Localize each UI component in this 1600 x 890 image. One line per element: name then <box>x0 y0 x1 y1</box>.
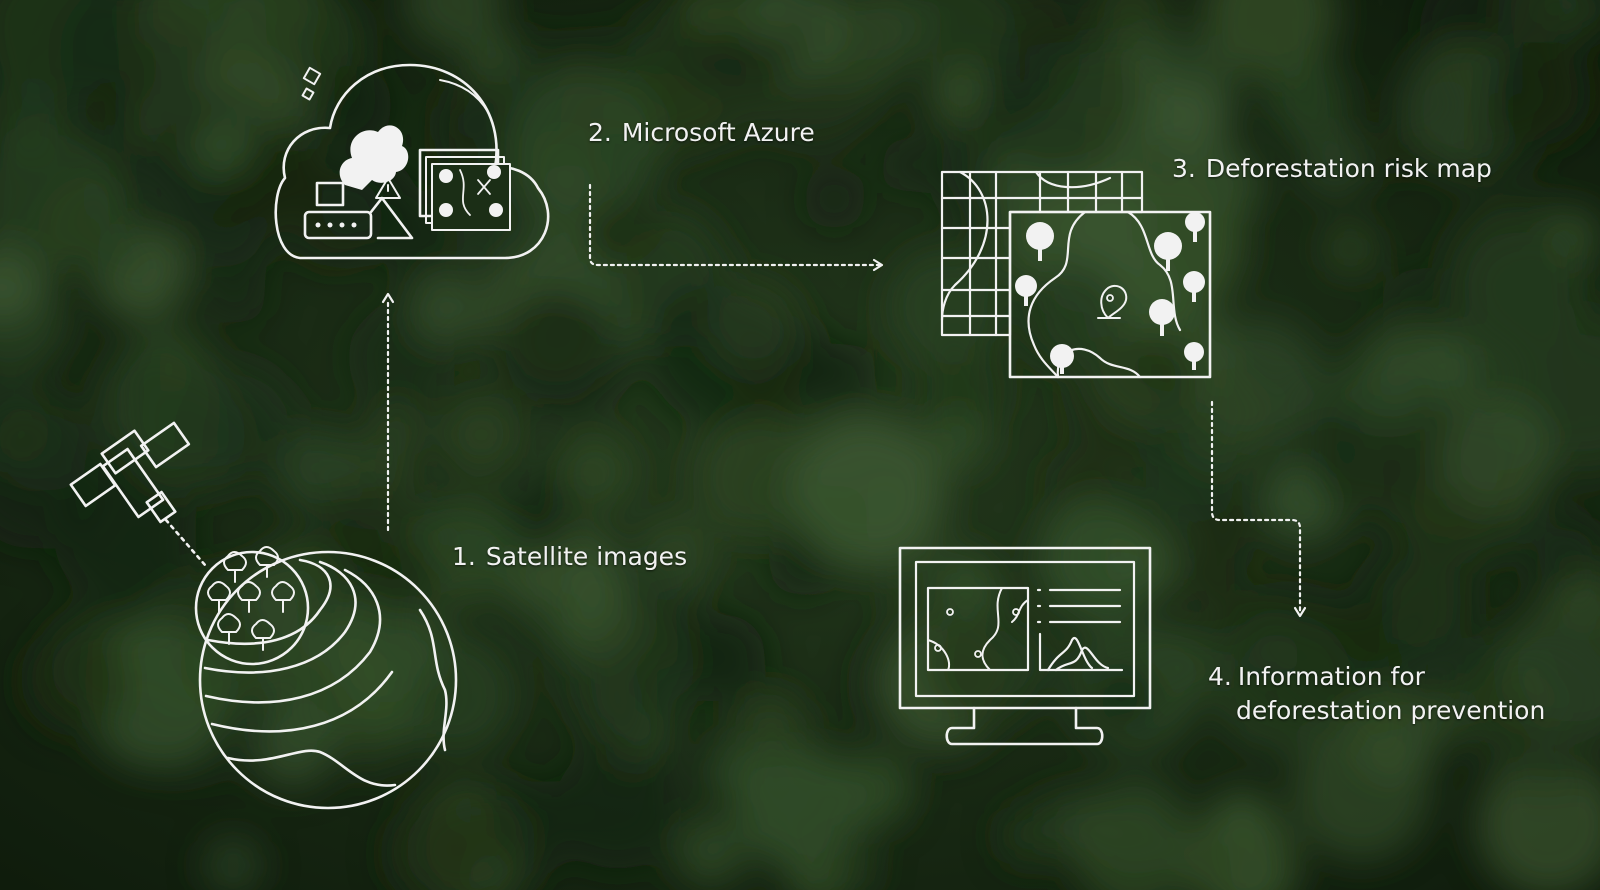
canopy-blob <box>1477 752 1600 890</box>
canopy-blob <box>1504 588 1600 740</box>
canopy-blob <box>1349 540 1479 670</box>
canopy-blob <box>1101 29 1237 165</box>
canopy-blob <box>203 835 263 890</box>
step-1-label: 1. Satellite images <box>452 540 687 574</box>
canopy-blob <box>264 538 343 617</box>
monitor-icon <box>898 546 1152 746</box>
canopy-blob <box>1488 41 1592 145</box>
canopy-blob <box>735 691 807 763</box>
connector-azure-to-risk-map <box>588 183 884 272</box>
canopy-blob <box>556 431 636 511</box>
canopy-blob <box>408 496 519 607</box>
canopy-blob <box>1212 788 1273 848</box>
connector-satellite-to-azure <box>381 292 395 532</box>
canopy-blob <box>549 571 646 668</box>
canopy-blob <box>1246 627 1301 682</box>
canopy-blob <box>1382 268 1460 346</box>
cloud-icon <box>274 63 550 260</box>
canopy-blob <box>485 781 579 874</box>
canopy-blob <box>1170 369 1277 476</box>
canopy-blob <box>804 484 869 549</box>
step-1-text: Satellite images <box>485 542 688 571</box>
canopy-blob <box>358 684 423 749</box>
canopy-blob <box>928 65 986 123</box>
canopy-blob <box>464 30 522 87</box>
canopy-blob <box>244 129 326 211</box>
canopy-blob <box>678 614 766 702</box>
canopy-blob <box>0 381 51 473</box>
canopy-blob <box>1126 328 1201 404</box>
canopy-blob <box>493 293 607 407</box>
canopy-blob <box>550 517 611 577</box>
canopy-blob <box>704 277 801 374</box>
canopy-blob <box>1338 338 1432 432</box>
canopy-blob <box>434 106 500 172</box>
step-2-number: 2. <box>588 118 612 147</box>
canopy-blob <box>902 0 1020 84</box>
canopy-blob <box>999 805 1060 866</box>
step-3-label: 3. Deforestation risk map <box>1172 152 1492 186</box>
canopy-blob <box>1324 222 1377 275</box>
canopy-blob <box>737 0 806 43</box>
canopy-blob <box>1084 772 1188 876</box>
canopy-blob <box>59 0 207 126</box>
canopy-blob <box>1497 0 1593 55</box>
step-1-number: 1. <box>452 542 476 571</box>
canopy-blob <box>22 630 127 735</box>
canopy-blob <box>408 269 485 345</box>
canopy-blob <box>0 123 126 274</box>
step-4-label: 4.Information for deforestation preventi… <box>1208 660 1545 728</box>
canopy-blob <box>1017 262 1125 370</box>
canopy-blob <box>440 393 523 476</box>
canopy-blob <box>312 65 393 146</box>
canopy-blob <box>204 261 267 325</box>
risk-map-icon <box>940 170 1212 379</box>
canopy-blob <box>803 168 865 230</box>
step-4-number: 4. <box>1208 662 1232 691</box>
canopy-blob <box>882 136 939 194</box>
canopy-blob <box>504 64 663 223</box>
canopy-blob <box>573 666 654 747</box>
canopy-blob <box>109 346 161 399</box>
satellite-icon <box>69 421 207 567</box>
canopy-blob <box>1453 229 1581 357</box>
canopy-blob <box>555 743 681 870</box>
step-3-number: 3. <box>1172 154 1196 183</box>
canopy-blob <box>984 18 1142 175</box>
canopy-blob <box>1265 57 1348 141</box>
step-4-text-line2: deforestation prevention <box>1236 696 1546 725</box>
canopy-blob <box>914 345 1007 437</box>
canopy-blob <box>1151 624 1226 699</box>
canopy-blob <box>1291 721 1431 861</box>
flow-connectors <box>381 183 1307 618</box>
canopy-blob <box>681 0 735 39</box>
canopy-blob <box>926 408 990 472</box>
step-4-text-line1: Information for <box>1237 662 1425 691</box>
canopy-blob <box>1345 688 1406 748</box>
canopy-blob <box>385 805 485 890</box>
step-3-text: Deforestation risk map <box>1205 154 1492 183</box>
canopy-blob <box>191 113 255 177</box>
canopy-blob <box>1315 416 1423 523</box>
step-2-label: 2. Microsoft Azure <box>588 116 815 150</box>
globe-icon <box>194 546 458 810</box>
canopy-blob <box>368 401 426 459</box>
canopy-blob <box>1300 127 1369 196</box>
canopy-blob <box>361 541 436 616</box>
canopy-blob <box>636 514 715 593</box>
canopy-blob <box>1526 515 1600 593</box>
canopy-blob <box>675 815 747 886</box>
canopy-blob <box>1195 495 1261 561</box>
canopy-blob <box>692 414 817 539</box>
connector-risk-map-to-info <box>1210 400 1307 618</box>
canopy-blob <box>1181 548 1247 614</box>
canopy-blob <box>834 751 912 829</box>
step-2-text: Microsoft Azure <box>621 118 815 147</box>
canopy-blob <box>1439 398 1555 513</box>
canopy-blob <box>796 824 878 890</box>
